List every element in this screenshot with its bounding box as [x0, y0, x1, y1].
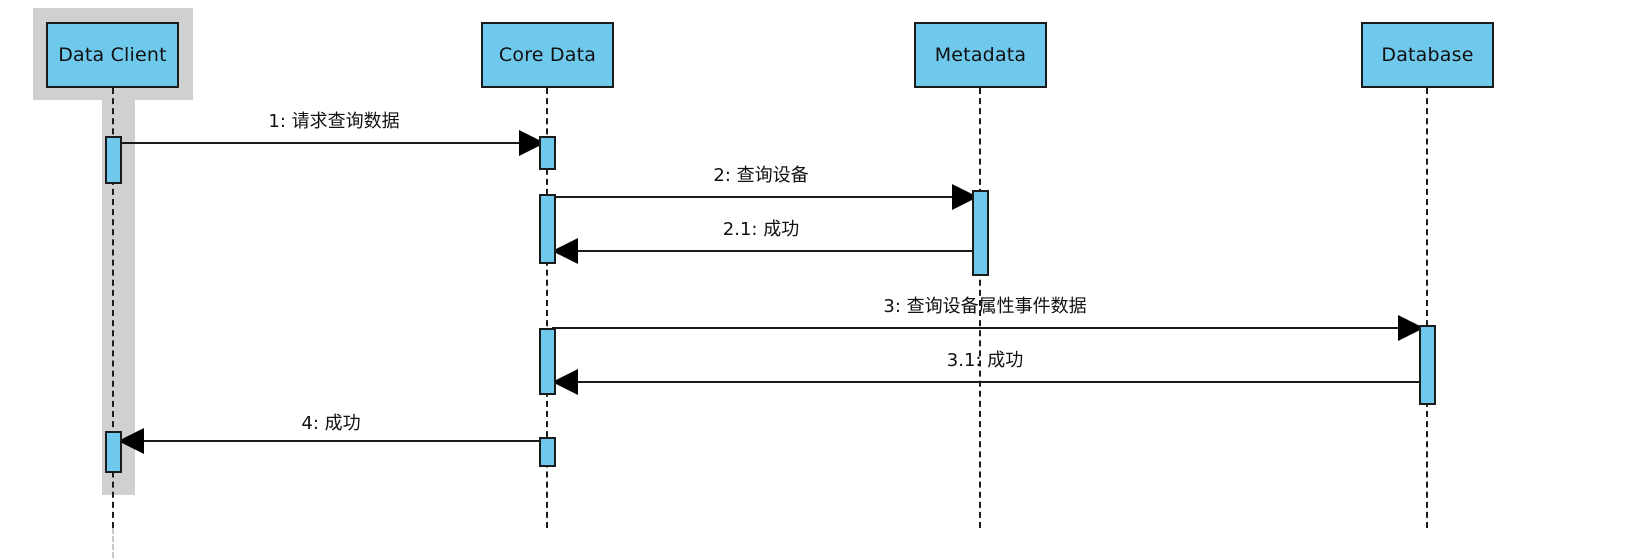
participant-label-data-client: Data Client	[58, 44, 167, 66]
activation-bar-core-data-4[interactable]	[539, 437, 556, 467]
message-label-2[interactable]: 2: 查询设备	[713, 165, 809, 186]
message-line-3.1[interactable]	[552, 381, 1424, 383]
message-label-4[interactable]: 4: 成功	[301, 413, 361, 434]
message-label-2.1[interactable]: 2.1: 成功	[722, 219, 800, 240]
message-label-1[interactable]: 1: 请求查询数据	[268, 111, 400, 132]
message-label-3.1[interactable]: 3.1: 成功	[946, 350, 1024, 371]
activation-bar-database-1[interactable]	[1419, 325, 1436, 405]
participant-data-client[interactable]: Data Client	[46, 22, 179, 88]
message-line-1[interactable]	[118, 142, 545, 144]
lifeline-data-client[interactable]	[112, 88, 114, 528]
participant-label-metadata: Metadata	[934, 44, 1027, 66]
lifeline-core-data[interactable]	[546, 88, 548, 528]
message-line-2[interactable]	[552, 196, 978, 198]
message-label-3[interactable]: 3: 查询设备属性事件数据	[883, 296, 1087, 317]
participant-database[interactable]: Database	[1361, 22, 1494, 88]
arrow-head-left-2.1	[552, 238, 578, 264]
participant-metadata[interactable]: Metadata	[914, 22, 1047, 88]
lifeline-database[interactable]	[1426, 88, 1428, 528]
arrow-head-left-4	[118, 428, 144, 454]
message-line-3[interactable]	[552, 327, 1424, 329]
activation-bar-core-data-1[interactable]	[539, 136, 556, 170]
participant-label-database: Database	[1381, 44, 1474, 66]
activation-bar-data-client-1[interactable]	[105, 136, 122, 184]
participant-core-data[interactable]: Core Data	[481, 22, 614, 88]
lifeline-metadata[interactable]	[979, 88, 981, 528]
message-line-4[interactable]	[118, 440, 545, 442]
participant-label-core-data: Core Data	[498, 44, 597, 66]
lifeline-tail-data-client	[112, 528, 114, 558]
activation-bar-core-data-2[interactable]	[539, 194, 556, 264]
message-line-2.1[interactable]	[552, 250, 978, 252]
activation-bar-data-client-2[interactable]	[105, 431, 122, 473]
activation-bar-core-data-3[interactable]	[539, 328, 556, 395]
activation-bar-metadata-1[interactable]	[972, 190, 989, 276]
arrow-head-left-3.1	[552, 369, 578, 395]
